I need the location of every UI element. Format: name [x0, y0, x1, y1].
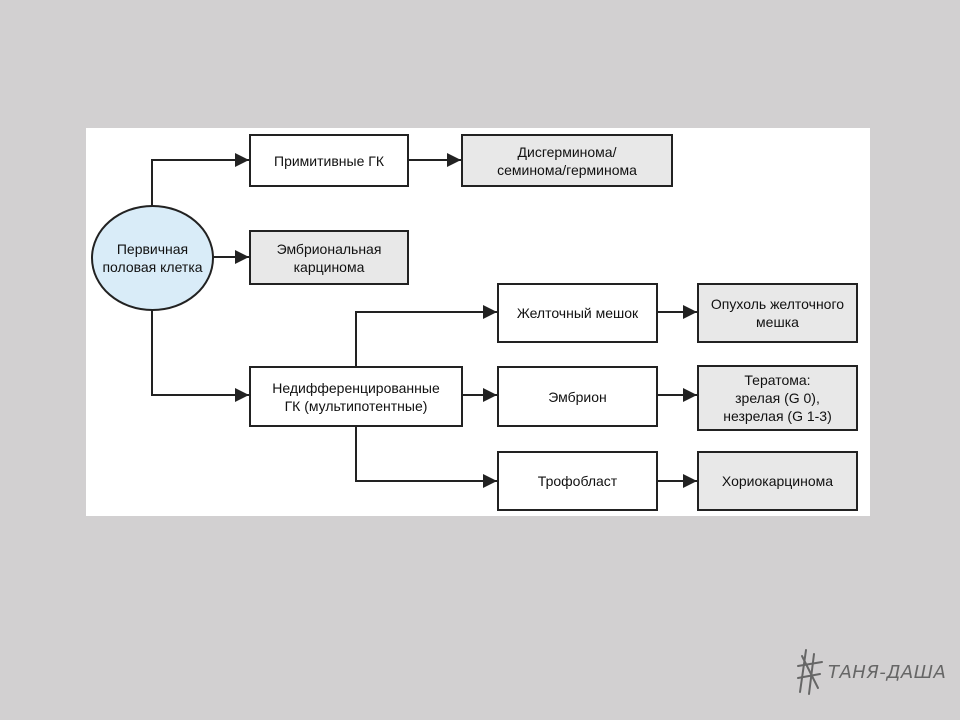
arrow-undiff-to-yolk-sac: [355, 305, 497, 366]
connector-lines: [151, 153, 697, 488]
arrow-primordial-to-undifferentiated: [151, 309, 249, 402]
node-yolk-sac: Желточный мешок: [497, 283, 658, 343]
node-primitive-gc: Примитивные ГК: [249, 134, 409, 187]
node-label: Тератома: зрелая (G 0), незрелая (G 1-3): [723, 372, 832, 424]
node-label: Хориокарцинома: [721, 473, 834, 489]
node-undifferentiated-gc: Недифференцированные ГК (мультипотентные…: [249, 366, 463, 427]
node-teratoma: Тератома: зрелая (G 0), незрелая (G 1-3): [697, 365, 858, 431]
node-label: Эмбрион: [548, 388, 607, 405]
arrow-undiff-to-trophoblast: [355, 426, 497, 488]
flowchart: Первичная половая клетка Примитивные ГК …: [86, 128, 870, 516]
node-label: Первичная половая клетка: [102, 241, 203, 275]
node-primordial-germ-cell: Первичная половая клетка: [91, 205, 214, 311]
hash-brush-icon: [797, 649, 823, 695]
node-dysgerminoma: Дисгерминома/ семинома/герминома: [461, 134, 673, 187]
node-embryonal-carcinoma: Эмбриональная карцинома: [249, 230, 409, 285]
node-label: Эмбриональная карцинома: [276, 240, 382, 275]
watermark: ТАНЯ-ДАША: [796, 648, 946, 696]
node-label: Примитивные ГК: [274, 152, 384, 169]
arrow-primordial-to-primitive: [151, 153, 249, 206]
watermark-text: ТАНЯ-ДАША: [828, 661, 947, 683]
node-label: Недифференцированные ГК (мультипотентные…: [272, 379, 440, 414]
node-trophoblast: Трофобласт: [497, 451, 658, 511]
node-label: Трофобласт: [537, 473, 618, 489]
node-choriocarcinoma: Хориокарцинома: [697, 451, 858, 511]
node-embryo: Эмбрион: [497, 366, 658, 427]
node-label: Опухоль желточного мешка: [710, 296, 845, 330]
node-label: Дисгерминома/ семинома/герминома: [497, 143, 637, 178]
node-yolk-sac-tumor: Опухоль желточного мешка: [697, 283, 858, 343]
node-label: Желточный мешок: [516, 305, 639, 321]
